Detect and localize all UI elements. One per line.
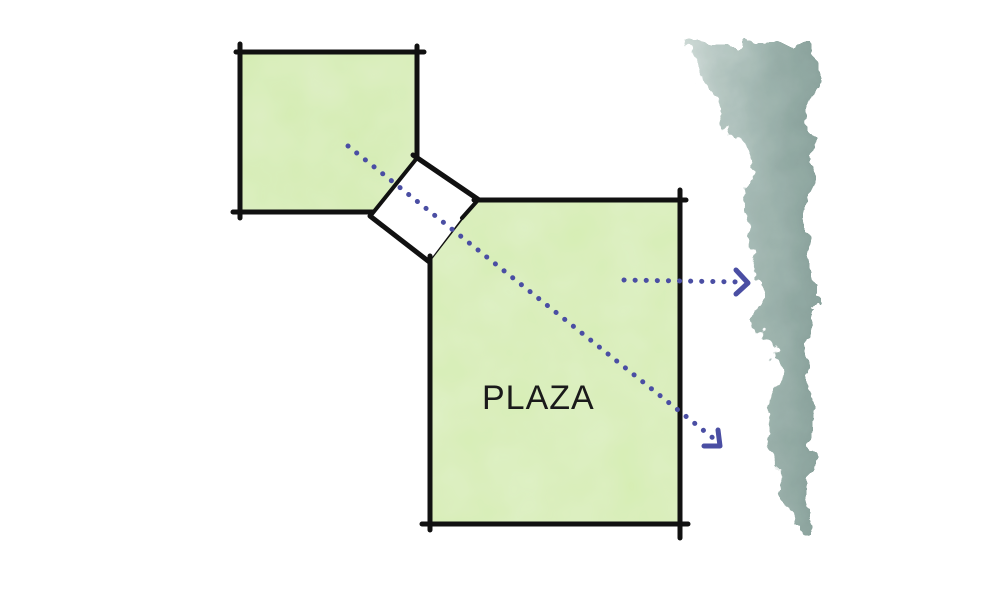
flow-arrow-east (621, 267, 751, 297)
plaza-label: PLAZA (482, 379, 595, 417)
water-edge (690, 46, 812, 528)
plaza-block (419, 187, 691, 541)
arrowhead-icon (701, 427, 723, 449)
upper-building-block (230, 41, 427, 221)
arrowhead-icon (733, 267, 751, 297)
flow-arrow-diagonal (345, 143, 723, 449)
